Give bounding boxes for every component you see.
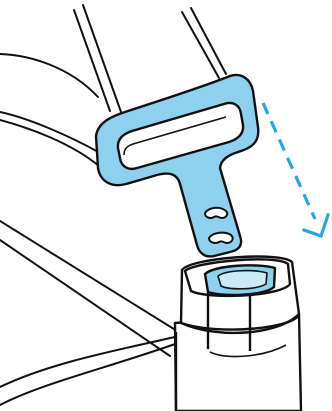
belt-strap-left-edge: [74, 10, 110, 111]
latch-tongue-hole-2: [209, 233, 233, 243]
seat-cushion-line-2: [0, 240, 170, 356]
latch-plate-body: [96, 75, 258, 256]
belt-strap-right-inner: [191, 8, 226, 74]
seat-curve-lower: [0, 120, 99, 166]
belt-strap-right-edge: [182, 12, 219, 78]
dashed-arrow-down-right-icon: [263, 103, 328, 236]
buckle-slot-inner: [218, 271, 267, 289]
belt-strap-inner-edge: [83, 5, 121, 112]
buckle: [175, 257, 301, 411]
seat-cushion-line: [0, 221, 190, 339]
floor-line-1: [0, 343, 178, 405]
seat-curve-mid: [0, 112, 102, 154]
latch-plate: [96, 75, 258, 256]
floor-line-2: [0, 337, 175, 387]
latch-tongue-hole-1: [205, 208, 227, 218]
seat-curve-upper: [0, 54, 98, 97]
